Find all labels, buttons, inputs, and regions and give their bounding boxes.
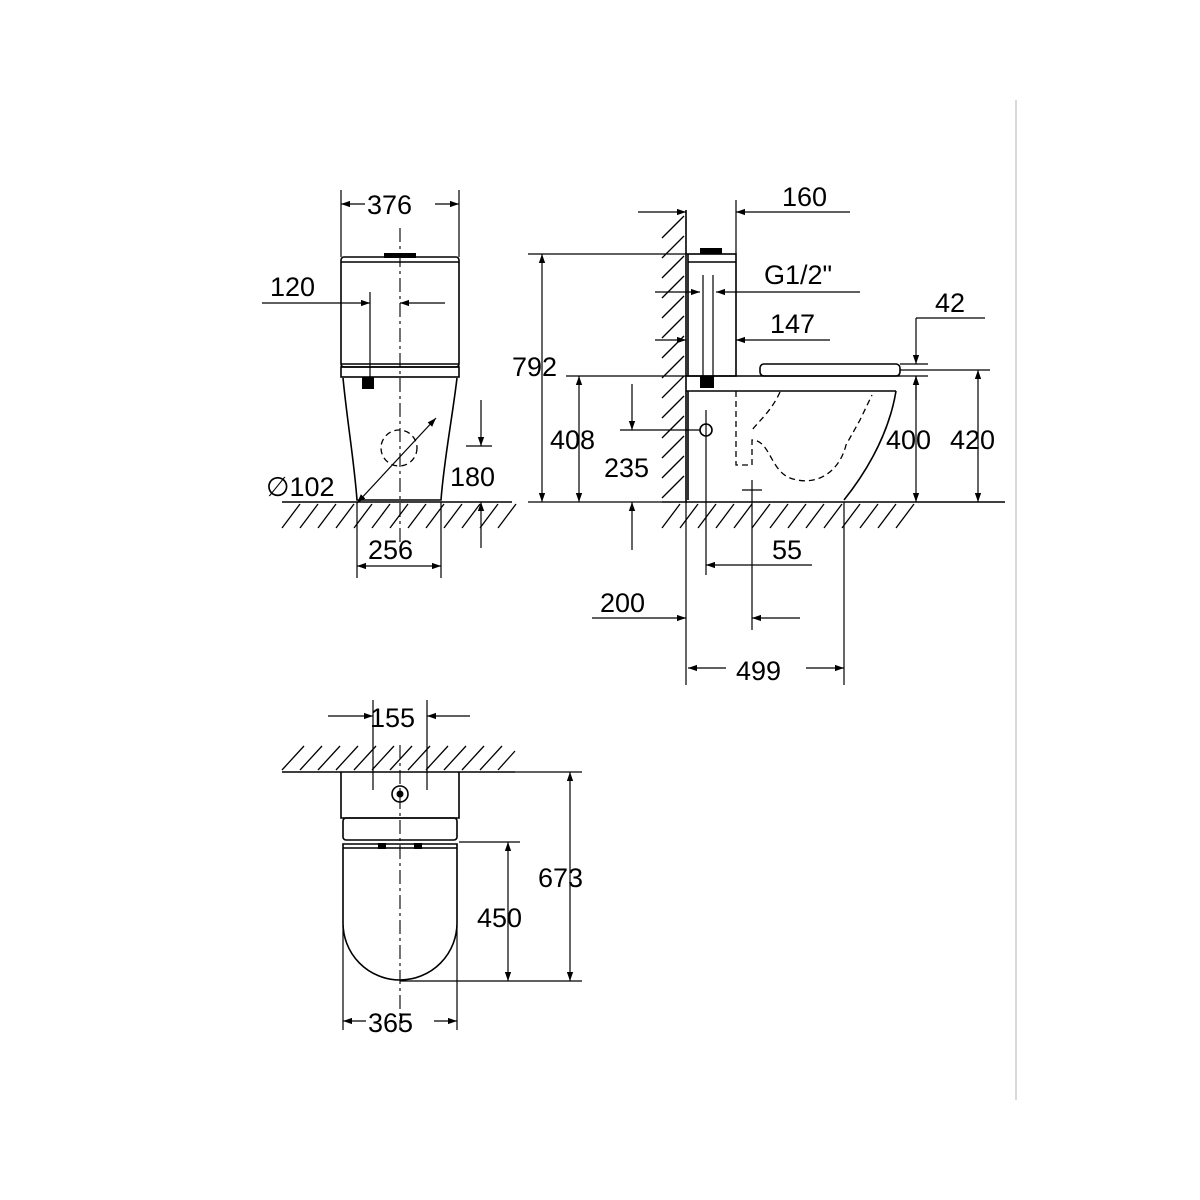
dim-256: 256: [368, 535, 413, 565]
dim-42: 42: [935, 288, 965, 318]
dim-420: 420: [950, 425, 995, 455]
front-view: 376 120 ∅102 180 256: [262, 190, 517, 578]
dim-235: 235: [604, 453, 649, 483]
side-seat: [759, 363, 901, 377]
dim-200: 200: [600, 588, 645, 618]
dim-55: 55: [772, 535, 802, 565]
side-floor-hatch: [661, 503, 915, 529]
dim-g12: G1/2": [764, 260, 832, 290]
dim-180: 180: [450, 462, 495, 492]
dim-673: 673: [538, 863, 583, 893]
dim-450: 450: [477, 903, 522, 933]
dim-147: 147: [770, 309, 815, 339]
side-wall-hatch: [661, 215, 685, 499]
front-outlet-circle: [380, 429, 418, 467]
side-bowl: [687, 390, 897, 501]
dim-155: 155: [370, 703, 415, 733]
dim-160: 160: [782, 182, 827, 212]
dim-400: 400: [886, 425, 931, 455]
front-valve-block: [362, 377, 374, 389]
dim-408: 408: [550, 425, 595, 455]
top-wall-hatch: [281, 745, 516, 771]
side-view: 160 G1/2" 147 42 792 408 235 400 420 55 …: [512, 182, 1005, 686]
dim-120: 120: [270, 272, 315, 302]
front-floor-hatch: [281, 503, 517, 529]
dim-376: 376: [367, 190, 412, 220]
side-valve-block: [700, 376, 714, 388]
dim-792: 792: [512, 352, 557, 382]
dim-diameter-102: ∅102: [266, 472, 335, 502]
dim-499: 499: [736, 656, 781, 686]
top-view: 155 673 450 365: [281, 700, 583, 1038]
dim-365: 365: [368, 1008, 413, 1038]
side-tank: [687, 253, 737, 377]
